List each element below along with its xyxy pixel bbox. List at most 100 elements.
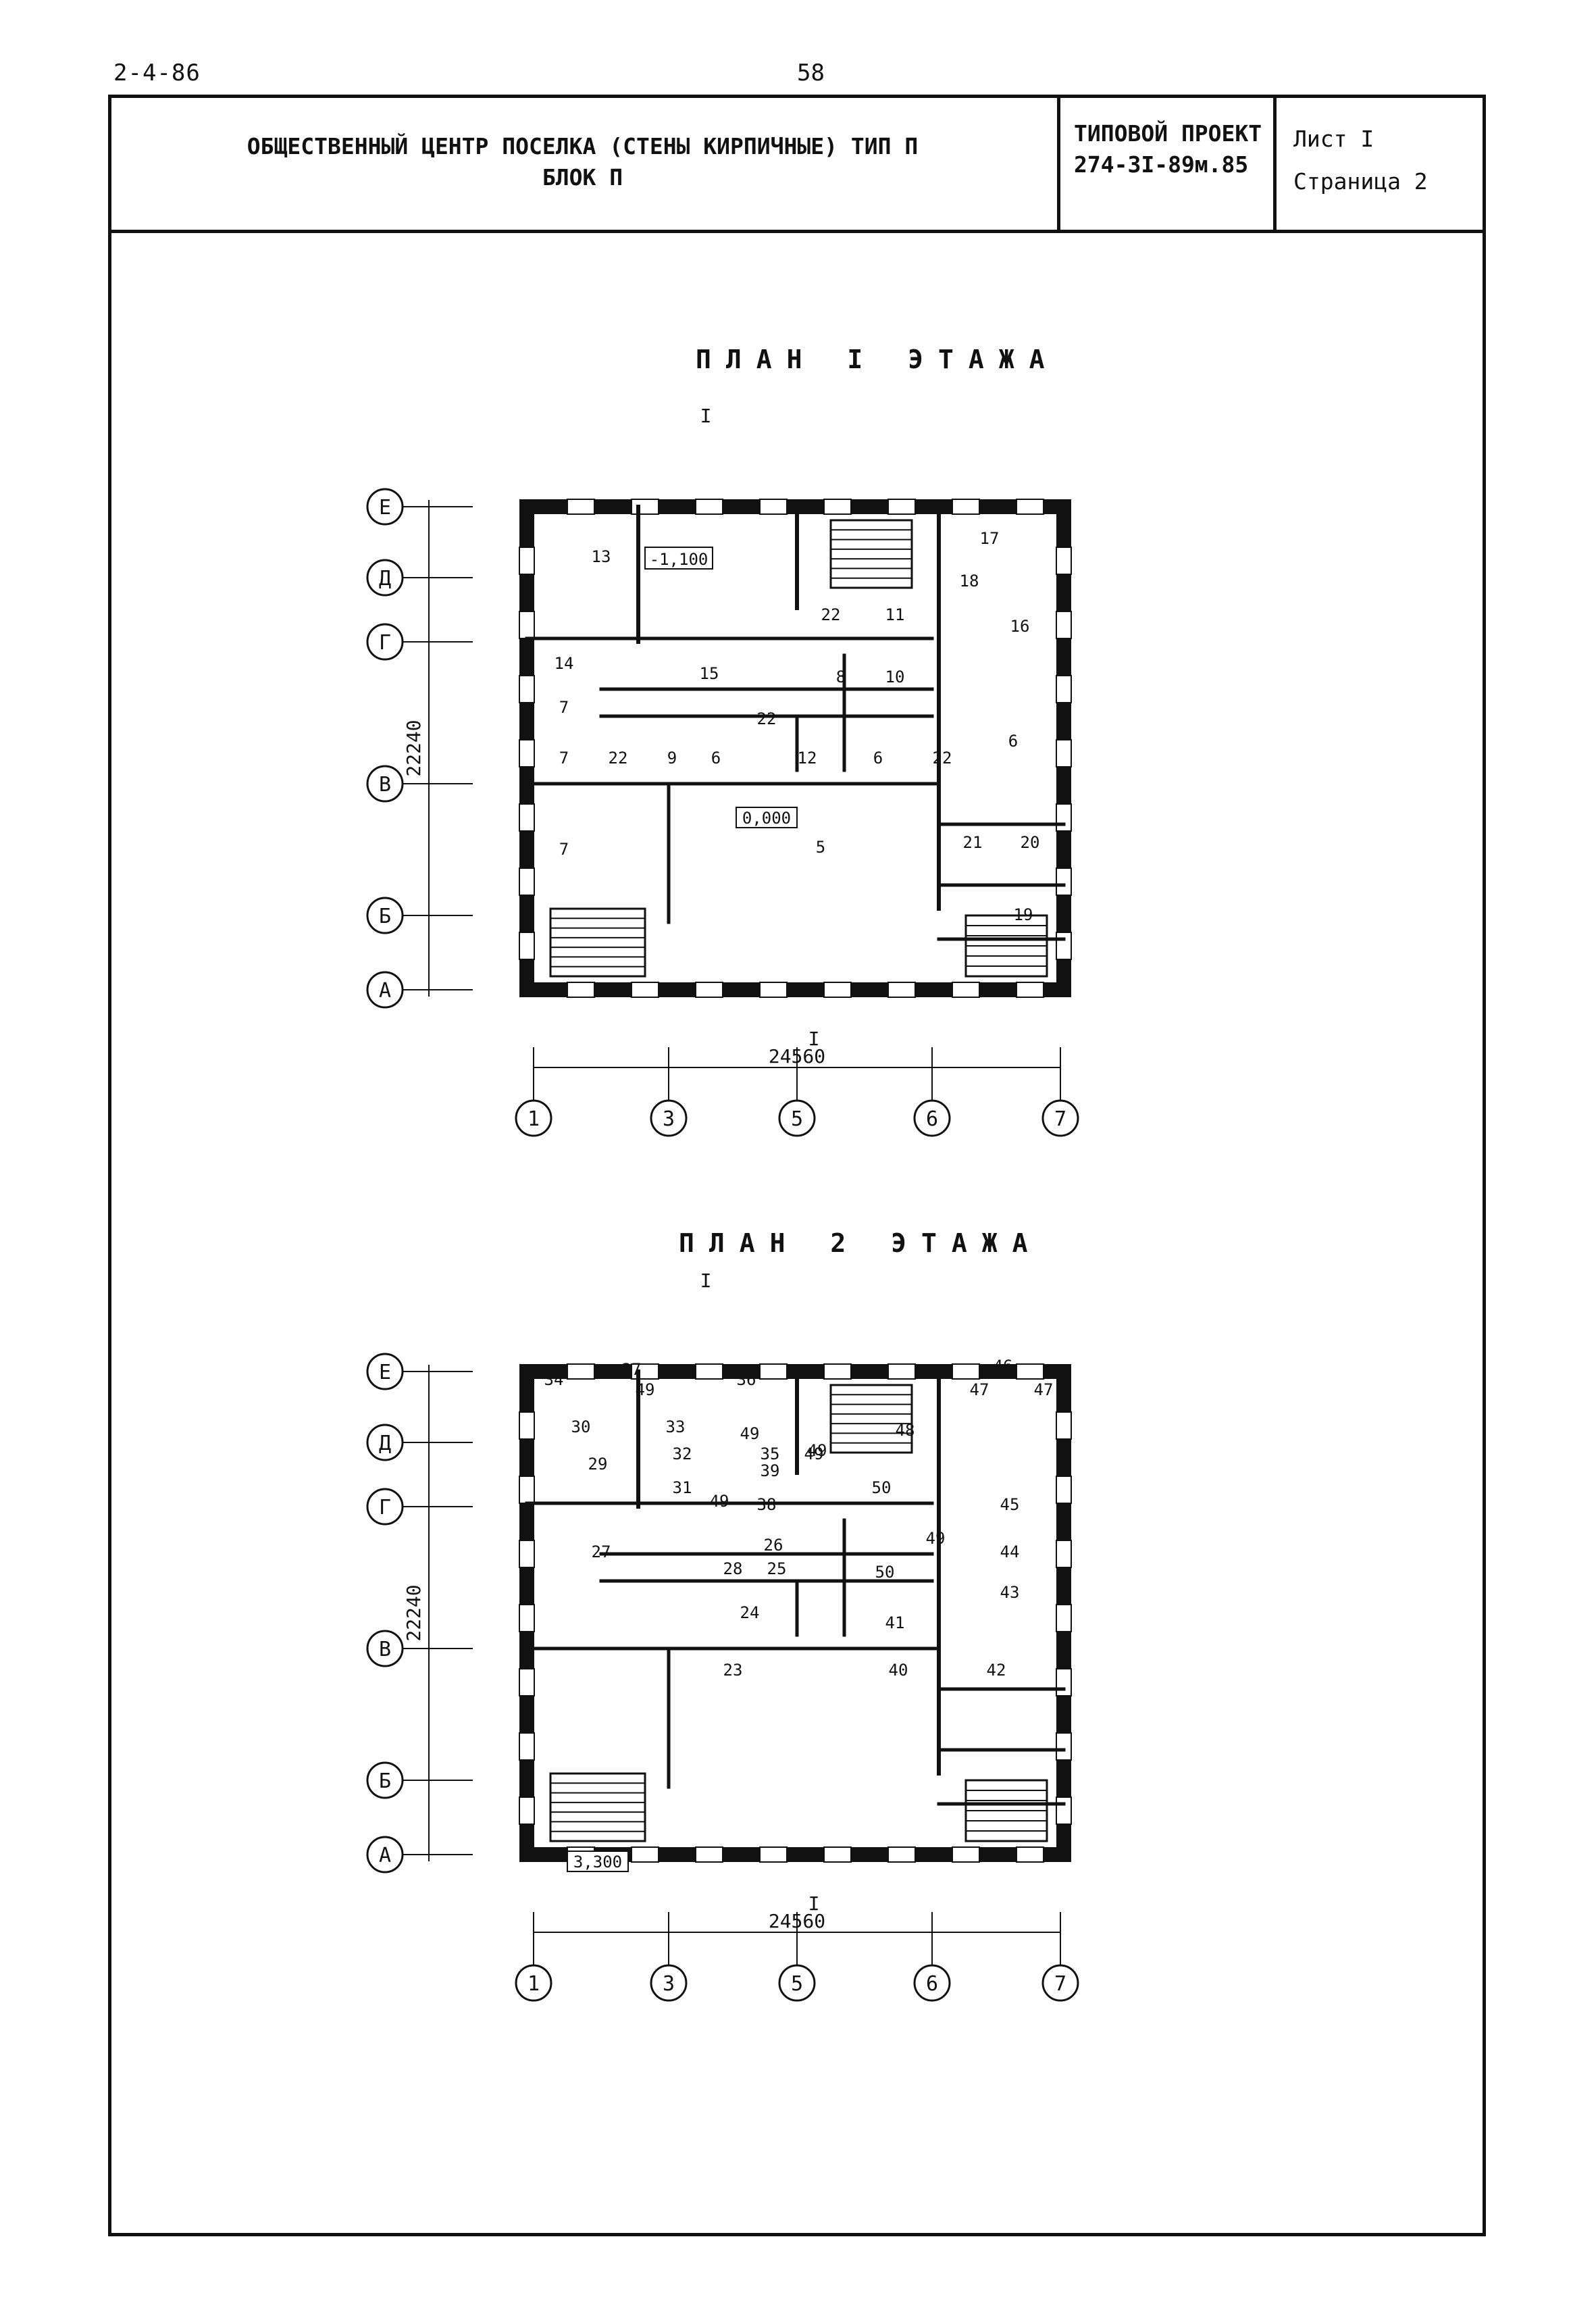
row-axis-Е-bubble <box>366 488 404 526</box>
row-axis-Д-bubble <box>366 559 404 597</box>
window <box>1056 1476 1072 1504</box>
window <box>631 1846 659 1863</box>
room-number: 49 <box>740 1424 760 1443</box>
room-number: 20 <box>1021 833 1040 852</box>
window <box>823 982 852 998</box>
col-axis-3-label: 3 <box>663 1107 675 1131</box>
row-axis-Г-label: Г <box>379 1496 391 1519</box>
room-number: 11 <box>885 605 905 624</box>
window <box>823 1846 852 1863</box>
col-axis-6-label: 6 <box>926 1972 938 1996</box>
col-axis-6-bubble <box>913 1099 951 1137</box>
col-axis-7-label: 7 <box>1054 1972 1066 1996</box>
window <box>519 803 535 832</box>
window <box>952 1846 980 1863</box>
title-block-main: ОБЩЕСТВЕННЫЙ ЦЕНТР ПОСЕЛКА (СТЕНЫ КИРПИЧ… <box>108 95 1060 230</box>
row-axis-Г-label: Г <box>379 631 391 655</box>
room-number: 18 <box>960 572 979 590</box>
row-axis-В-label: В <box>379 1638 391 1661</box>
title-block: ОБЩЕСТВЕННЫЙ ЦЕНТР ПОСЕЛКА (СТЕНЫ КИРПИЧ… <box>108 95 1486 233</box>
level-box-main <box>567 1851 629 1872</box>
row-axis-Г-bubble <box>366 623 404 661</box>
window <box>759 1363 788 1380</box>
col-axis-1-bubble <box>515 1964 552 2002</box>
window <box>567 499 595 515</box>
row-axis-В-bubble <box>366 1630 404 1667</box>
project-number: 274-3I-89м.85 <box>1074 151 1249 178</box>
window <box>631 982 659 998</box>
room-number: 35 <box>761 1444 780 1463</box>
window <box>519 611 535 639</box>
room-number: 25 <box>767 1559 787 1578</box>
window <box>1016 1846 1044 1863</box>
col-axis-5-label: 5 <box>791 1107 803 1131</box>
stair-outline <box>549 1772 646 1842</box>
room-number: 7 <box>559 840 569 859</box>
window <box>887 1846 916 1863</box>
room-number: 23 <box>723 1661 743 1680</box>
stair-outline <box>829 1384 913 1454</box>
room-number: 32 <box>673 1444 692 1463</box>
room-number: 21 <box>963 833 983 852</box>
window <box>519 1796 535 1825</box>
window <box>823 1363 852 1380</box>
level-box-top <box>644 547 713 570</box>
room-number: 49 <box>926 1529 946 1548</box>
row-axis-Б-bubble <box>366 897 404 934</box>
row-axis-Б-bubble <box>366 1761 404 1799</box>
level-main: 0,000 <box>742 809 791 828</box>
room-number: 8 <box>836 668 846 686</box>
col-axis-7-bubble <box>1041 1099 1079 1137</box>
window <box>1056 611 1072 639</box>
row-axis-Д-bubble <box>366 1424 404 1461</box>
window <box>759 1846 788 1863</box>
window <box>952 499 980 515</box>
title-block-sheet: Лист I Страница 2 <box>1277 95 1479 230</box>
room-number: 33 <box>666 1417 686 1436</box>
window <box>519 547 535 575</box>
col-axis-6-bubble <box>913 1964 951 2002</box>
section-mark-bottom: I <box>808 1028 820 1050</box>
window <box>1056 547 1072 575</box>
room-number: 37 <box>622 1360 642 1379</box>
room-number: 46 <box>994 1357 1013 1376</box>
room-number: 34 <box>544 1370 564 1389</box>
drawing-subtitle: БЛОК П <box>542 164 623 191</box>
window <box>519 739 535 768</box>
room-number: 15 <box>700 664 719 683</box>
row-axis-Д-label: Д <box>379 567 391 590</box>
window <box>759 982 788 998</box>
window <box>887 499 916 515</box>
dimension-height: 22240 <box>403 720 425 776</box>
row-axis-В-bubble <box>366 765 404 803</box>
room-number: 28 <box>723 1559 743 1578</box>
row-axis-Б-label: Б <box>379 1769 391 1793</box>
window <box>519 867 535 896</box>
window <box>887 982 916 998</box>
window <box>519 1732 535 1761</box>
row-axis-Г-bubble <box>366 1488 404 1526</box>
window <box>952 1363 980 1380</box>
window <box>519 675 535 703</box>
level-box-main <box>736 807 798 828</box>
window <box>1056 1668 1072 1696</box>
room-number: 24 <box>740 1603 760 1622</box>
room-number: 50 <box>872 1478 892 1497</box>
room-number: 40 <box>889 1661 908 1680</box>
room-number: 45 <box>1000 1495 1020 1514</box>
level-top: -1,100 <box>650 550 709 569</box>
room-number: 44 <box>1000 1542 1020 1561</box>
room-number: 26 <box>764 1536 783 1555</box>
room-number: 50 <box>875 1563 895 1582</box>
row-axis-В-label: В <box>379 773 391 797</box>
sheet-page: Страница 2 <box>1293 168 1428 195</box>
window <box>1056 803 1072 832</box>
section-mark-top: I <box>700 1269 712 1292</box>
col-axis-6-label: 6 <box>926 1107 938 1131</box>
room-number: 30 <box>571 1417 591 1436</box>
dimension-width: 24560 <box>769 1910 825 1932</box>
room-number: 16 <box>1010 617 1030 636</box>
room-number: 36 <box>737 1370 756 1389</box>
